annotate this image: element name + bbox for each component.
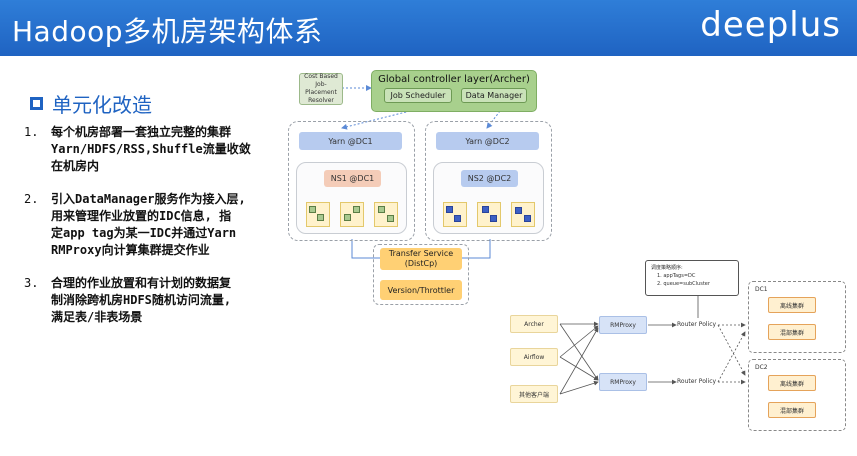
ns2-frame: NS2 @DC2 [433, 162, 544, 234]
section-heading: 单元化改造 [30, 89, 152, 118]
route-dc2-frame: DC2 离线集群 混部集群 [748, 359, 846, 431]
callout-line: 1. appTags=DC [657, 273, 696, 279]
yarn-dc2: Yarn @DC2 [436, 132, 539, 150]
ns1-frame: NS1 @DC1 [296, 162, 407, 234]
dc1-label: DC1 [755, 286, 768, 293]
client-airflow: Airflow [510, 348, 558, 366]
router-policy-2: Router Policy [677, 378, 717, 385]
global-controller: Global controller layer(Archer) Job Sche… [371, 70, 537, 112]
route-dc1-frame: DC1 离线集群 混部集群 [748, 281, 846, 353]
datanode [306, 202, 330, 227]
callout-line: 2. queue=subCluster [657, 281, 710, 287]
cost-based-resolver: Cost Based Job-Placement Resolver [299, 73, 343, 105]
transfer-service: Transfer Service (DistCp) [380, 248, 462, 270]
header-bar: Hadoop多机房架构体系 deeplus [0, 0, 857, 56]
offline-cluster-dc1: 离线集群 [768, 297, 816, 313]
global-controller-title: Global controller layer(Archer) [378, 74, 530, 85]
transfer-frame [373, 244, 469, 305]
datanode [511, 202, 535, 227]
mixed-cluster-dc2: 混部集群 [768, 402, 816, 418]
router-policy-1: Router Policy [677, 321, 717, 328]
list-number: 1. [24, 125, 39, 139]
page-title: Hadoop多机房架构体系 [12, 15, 323, 48]
mixed-cluster-dc1: 混部集群 [768, 324, 816, 340]
version-throttler: Version/Throttler [380, 280, 462, 300]
dc1-frame: Yarn @DC1 NS1 @DC1 [288, 121, 415, 241]
list-text: 合理的作业放置和有计划的数据复 制消除跨机房HDFS随机访问流量, 满足表/非表… [51, 276, 232, 324]
cost-based-label: Cost Based Job-Placement Resolver [304, 73, 338, 104]
list-item: 1. 每个机房部署一套独立完整的集群 Yarn/HDFS/RSS,Shuffle… [24, 124, 286, 175]
client-archer: Archer [510, 315, 558, 333]
transfer-service-label: Transfer Service [388, 249, 454, 258]
list-text: 引入DataManager服务作为接入层, 用来管理作业放置的IDC信息, 指 … [51, 192, 246, 257]
client-other: 其他客户端 [510, 385, 558, 403]
dc2-frame: Yarn @DC2 NS2 @DC2 [425, 121, 552, 241]
job-scheduler: Job Scheduler [384, 88, 452, 103]
transfer-sub-label: (DistCp) [404, 259, 438, 268]
schedule-callout: 调度策略顺序: 1. appTags=DC 2. queue=subCluste… [645, 260, 739, 296]
list-number: 3. [24, 276, 39, 290]
datanode [443, 202, 467, 227]
callout-title: 调度策略顺序: [651, 265, 683, 271]
offline-cluster-dc2: 离线集群 [768, 375, 816, 391]
yarn-dc1: Yarn @DC1 [299, 132, 402, 150]
ns2-box: NS2 @DC2 [461, 170, 518, 187]
datanode [477, 202, 501, 227]
list-text: 每个机房部署一套独立完整的集群 Yarn/HDFS/RSS,Shuffle流量收… [51, 125, 251, 173]
datanode [374, 202, 398, 227]
data-manager: Data Manager [461, 88, 527, 103]
rmproxy-2: RMProxy [599, 373, 647, 391]
dc2-label: DC2 [755, 364, 768, 371]
rmproxy-1: RMProxy [599, 316, 647, 334]
brand-logo: deeplus [700, 5, 841, 45]
bullet-list: 1. 每个机房部署一套独立完整的集群 Yarn/HDFS/RSS,Shuffle… [24, 124, 286, 342]
section-title: 单元化改造 [52, 93, 152, 117]
list-item: 3. 合理的作业放置和有计划的数据复 制消除跨机房HDFS随机访问流量, 满足表… [24, 275, 286, 326]
ns1-box: NS1 @DC1 [324, 170, 381, 187]
square-bullet-icon [30, 97, 43, 110]
list-item: 2. 引入DataManager服务作为接入层, 用来管理作业放置的IDC信息,… [24, 191, 286, 259]
list-number: 2. [24, 192, 39, 206]
datanode [340, 202, 364, 227]
